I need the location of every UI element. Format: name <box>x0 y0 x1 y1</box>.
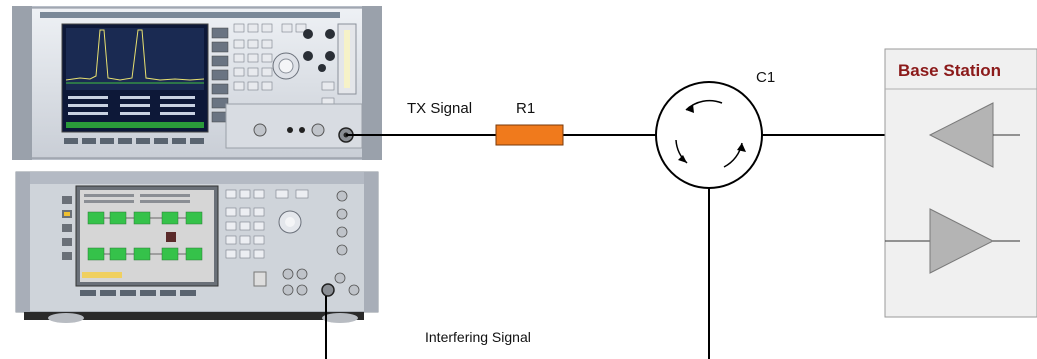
spectrum-trace <box>65 29 205 81</box>
rf-output-connector <box>321 283 335 297</box>
base-station-title: Base Station <box>898 61 1001 80</box>
interfering-signal-label: Interfering Signal <box>425 329 531 345</box>
circulator-label: C1 <box>756 69 776 86</box>
tx-signal-label: TX Signal <box>407 100 473 117</box>
receive-amplifier <box>928 102 1020 168</box>
signal-analyzer <box>12 6 382 160</box>
resistor-r1 <box>495 124 564 146</box>
transmit-amplifier <box>885 208 1020 274</box>
circulator-c1 <box>655 81 763 189</box>
wiring <box>325 134 885 359</box>
base-station <box>884 48 1037 318</box>
signal-generator <box>15 171 379 323</box>
resistor-label: R1 <box>516 100 536 117</box>
